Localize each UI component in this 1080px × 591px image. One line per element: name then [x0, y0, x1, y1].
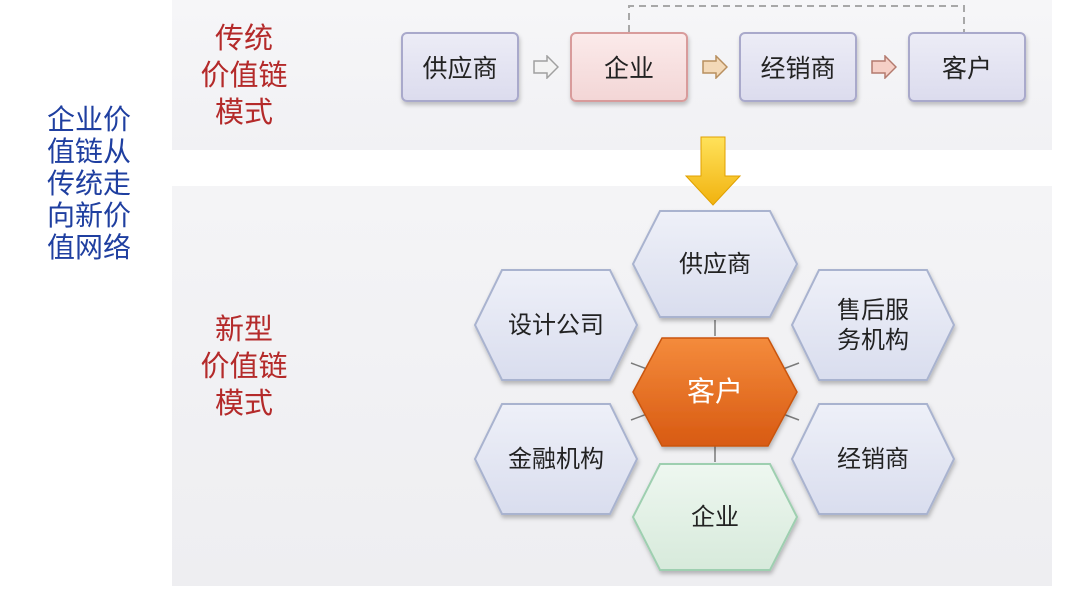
side-title-line: 向新价: [46, 199, 131, 232]
hex-supplier: [631, 210, 799, 318]
side-title-line: 企业价: [46, 103, 131, 136]
chain-box-enterprise: 企业: [570, 32, 688, 102]
new-model-label: 新型 价值链 模式: [196, 311, 292, 422]
chain-box-distributor: 经销商: [739, 32, 857, 102]
connector-lines: [630, 320, 800, 462]
hex-enterprise: [631, 463, 799, 571]
label-line: 新型: [214, 312, 273, 346]
hex-after-sales: [790, 269, 956, 381]
label-line: 价值链: [200, 58, 288, 92]
label-line: 模式: [214, 386, 273, 420]
side-title-line: 值链从: [46, 135, 131, 168]
chain-arrow-icon: [533, 55, 559, 79]
traditional-model-label: 传统 价值链 模式: [196, 20, 292, 131]
new-model-panel: [172, 186, 1052, 586]
label-line: 模式: [214, 95, 273, 129]
chain-arrow-icon: [702, 55, 728, 79]
feedback-connector: [628, 5, 965, 32]
chain-box-supplier: 供应商: [401, 32, 519, 102]
side-title: 企业价 值链从 传统走 向新价 值网络: [44, 104, 134, 264]
hex-design-company: [473, 269, 639, 381]
chain-arrow-icon: [871, 55, 897, 79]
transition-arrow-icon: [684, 136, 742, 206]
chain-box-customer: 客户: [908, 32, 1026, 102]
label-line: 价值链: [200, 349, 288, 383]
label-line: 传统: [214, 21, 273, 55]
hex-customer-center: [632, 337, 798, 447]
side-title-line: 传统走: [46, 167, 131, 200]
side-title-line: 值网络: [46, 231, 131, 264]
hex-distributor: [790, 403, 956, 515]
hex-finance: [473, 403, 639, 515]
